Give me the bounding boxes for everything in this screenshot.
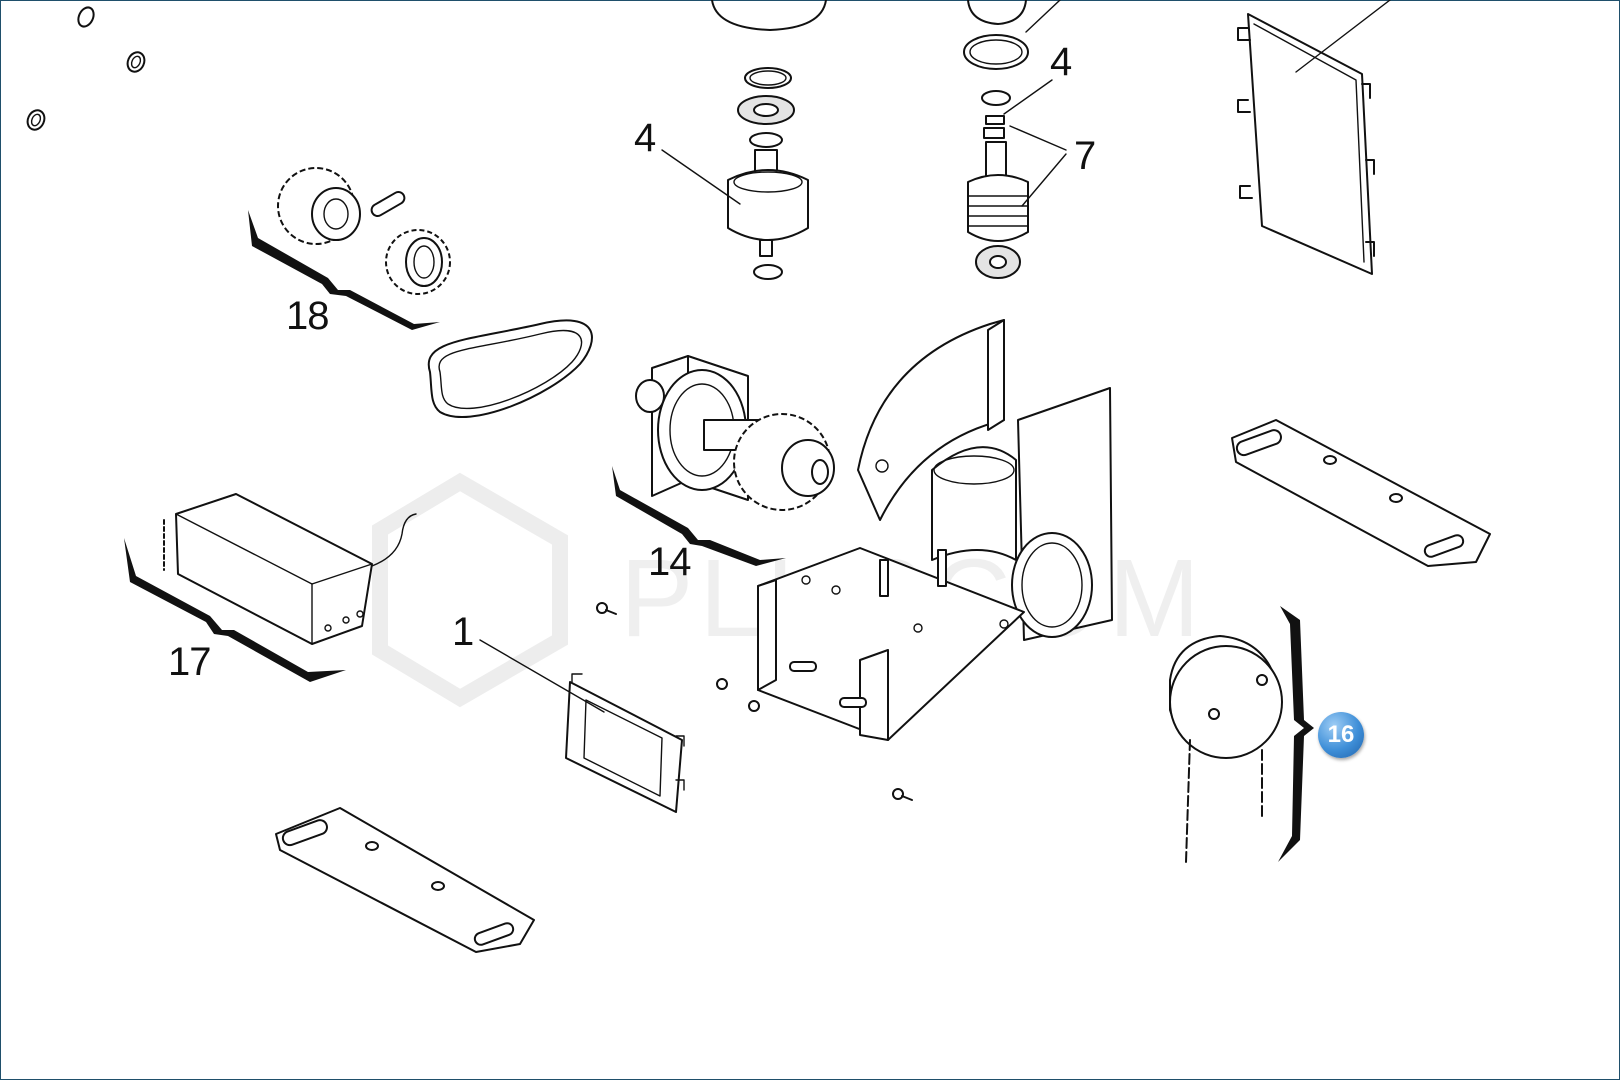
display-panel xyxy=(479,639,685,813)
label-part-7: 7 xyxy=(1074,134,1096,178)
label-part-1: 1 xyxy=(452,610,474,654)
cover-plate xyxy=(1237,0,1391,275)
shaft-assembly xyxy=(967,79,1067,279)
rotor-assembly xyxy=(661,67,809,280)
mounting-bracket-left xyxy=(275,807,535,953)
label-part-4-right: 4 xyxy=(1050,40,1072,84)
label-part-4-left: 4 xyxy=(634,116,656,160)
chain-wheel xyxy=(1169,635,1283,863)
small-washers xyxy=(26,6,146,131)
sprocket-set xyxy=(277,167,451,295)
watermark-logo xyxy=(372,472,568,708)
label-part-17: 17 xyxy=(168,640,211,684)
screws-and-nuts xyxy=(596,602,913,801)
group-brackets xyxy=(124,210,1314,862)
mounting-bracket-right xyxy=(1231,419,1491,567)
label-part-14: 14 xyxy=(648,540,691,584)
part-16-badge[interactable]: 16 xyxy=(1318,712,1364,758)
gear-motor xyxy=(635,355,835,511)
label-part-18: 18 xyxy=(286,294,329,338)
control-board xyxy=(163,493,417,645)
main-housing xyxy=(757,319,1113,741)
drive-belt xyxy=(427,319,593,418)
top-partial-parts xyxy=(711,0,1061,70)
